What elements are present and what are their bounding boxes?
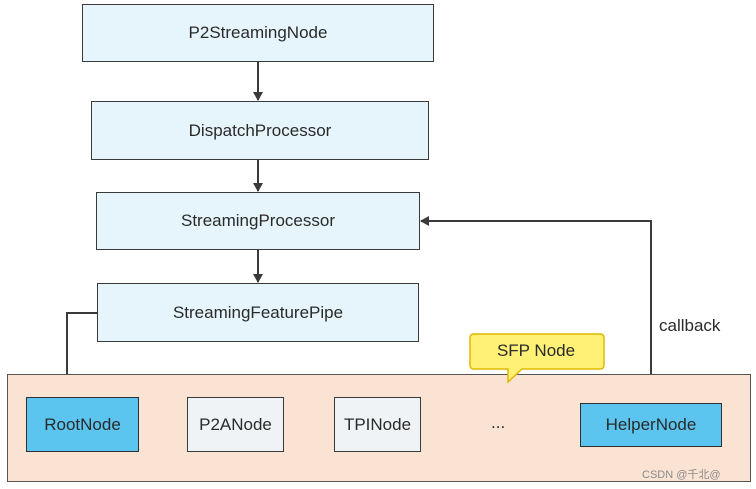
- tpi-node-box: TPINode: [334, 397, 421, 452]
- p2a-node-label: P2ANode: [199, 414, 272, 434]
- callback-label: callback: [659, 316, 721, 335]
- root-node-label: RootNode: [44, 414, 121, 434]
- streaming-processor-label: StreamingProcessor: [180, 211, 335, 230]
- p2streaming-node-box: P2StreamingNode: [82, 4, 434, 62]
- streaming-featurepipe-box: StreamingFeaturePipe: [97, 283, 419, 342]
- sfp-node-label: SFP Node: [496, 341, 576, 360]
- csdn-watermark: CSDN @千北@: [642, 469, 721, 481]
- tpi-node-label: TPINode: [343, 414, 412, 434]
- ellipsis-label: ...: [491, 413, 506, 432]
- helper-node-box: HelperNode: [580, 403, 722, 447]
- arrow-featurepipe-to-root: [62, 312, 97, 397]
- arrow-callback: [420, 216, 652, 403]
- helper-node-label: HelperNode: [605, 415, 697, 434]
- dispatch-processor-box: DispatchProcessor: [91, 101, 429, 160]
- streaming-featurepipe-label: StreamingFeaturePipe: [172, 302, 344, 322]
- root-node-box: RootNode: [26, 397, 139, 452]
- streaming-processor-box: StreamingProcessor: [96, 192, 420, 250]
- p2streaming-node-label: P2StreamingNode: [188, 23, 328, 42]
- p2a-node-box: P2ANode: [187, 397, 284, 452]
- dispatch-processor-label: DispatchProcessor: [188, 120, 332, 140]
